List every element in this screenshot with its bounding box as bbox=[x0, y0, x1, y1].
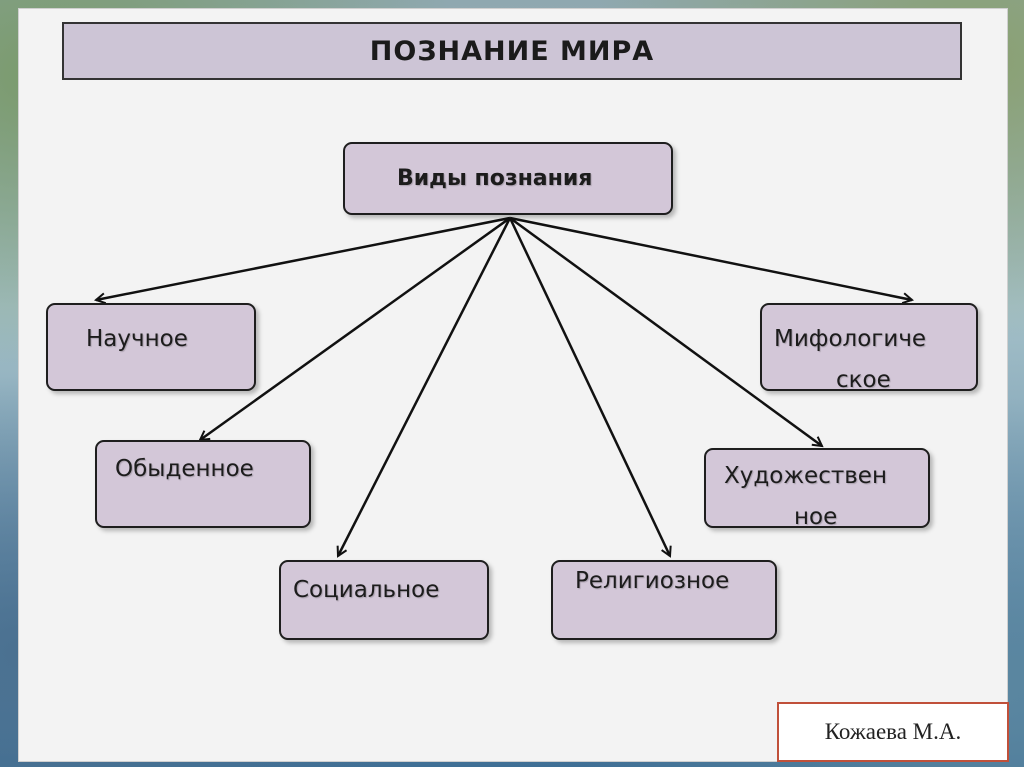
node-root-kinds-of-cognition: Виды познания bbox=[343, 142, 673, 215]
node-artistic-label-line2: ное bbox=[794, 504, 838, 530]
node-artistic: Художествен ное bbox=[704, 448, 930, 530]
title-banner: ПОЗНАНИЕ МИРА bbox=[62, 22, 962, 80]
arrow-to-scientific bbox=[96, 216, 511, 300]
arrow-to-mythological bbox=[509, 216, 912, 300]
node-mythological-label-line2: ское bbox=[836, 367, 891, 393]
node-everyday: Обыденное bbox=[95, 440, 311, 528]
arrow-to-artistic bbox=[509, 216, 822, 446]
author-credit: Кожаева М.А. bbox=[777, 702, 1009, 762]
node-artistic-label-line1: Художествен bbox=[724, 463, 887, 489]
node-mythological: Мифологиче ское bbox=[760, 303, 978, 393]
node-mythological-label-line1: Мифологиче bbox=[774, 326, 927, 352]
arrow-to-everyday bbox=[200, 216, 511, 440]
node-root-label: Виды познания bbox=[397, 166, 593, 191]
arrow-to-social bbox=[338, 217, 512, 556]
node-scientific-label: Научное bbox=[86, 326, 188, 352]
author-name: Кожаева М.А. bbox=[824, 719, 962, 744]
node-social-label: Социальное bbox=[293, 577, 440, 603]
node-religious-label: Религиозное bbox=[575, 568, 730, 594]
page-title: ПОЗНАНИЕ МИРА bbox=[369, 35, 655, 67]
node-scientific: Научное bbox=[46, 303, 256, 391]
node-social: Социальное bbox=[279, 560, 489, 640]
node-everyday-label: Обыденное bbox=[115, 456, 254, 482]
arrow-to-religious bbox=[508, 217, 670, 556]
node-religious: Религиозное bbox=[551, 560, 777, 640]
